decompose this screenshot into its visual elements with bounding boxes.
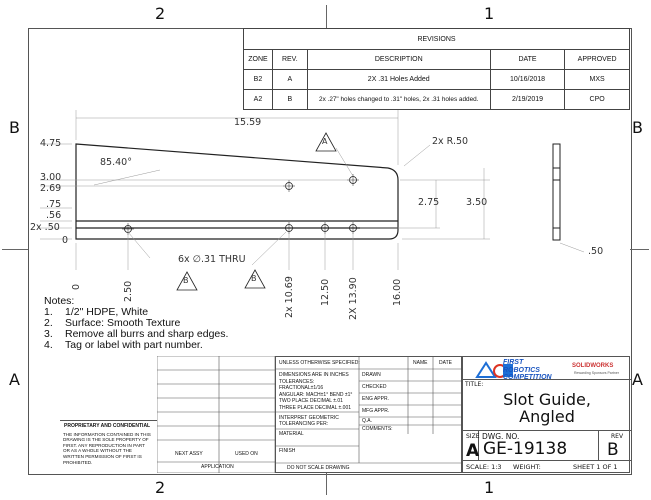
title-block: FIRST ROBOTICS COMPETITION SOLIDWORKS Re… xyxy=(462,356,631,473)
zone-tick xyxy=(630,249,649,250)
zone-tick xyxy=(2,249,28,250)
dim-y-269: 2.69 xyxy=(40,183,62,194)
proprietary-title: PROPRIETARY AND CONFIDENTIAL xyxy=(64,423,151,429)
size-value: A xyxy=(466,441,480,461)
notes-block: Notes: 1.1/2" HDPE, White 2.Surface: Smo… xyxy=(44,296,228,351)
divider xyxy=(463,460,631,461)
mfg-appr-label: MFG APPR. xyxy=(362,408,390,414)
finish-label: FINISH xyxy=(279,448,296,454)
dim-x-1600: 16.00 xyxy=(392,278,403,306)
dim-x-1069: 2x 10.69 xyxy=(284,276,295,318)
dim-y-75: .75 xyxy=(46,199,62,210)
comments-label: COMMENTS: xyxy=(362,426,393,432)
drawing-title: Slot Guide, Angled xyxy=(503,390,591,426)
divider xyxy=(598,430,599,460)
weight-label: WEIGHT: xyxy=(513,463,541,471)
sheet-label: SHEET 1 OF 1 xyxy=(573,463,618,471)
side-view xyxy=(552,143,561,241)
qa-label: Q.A. xyxy=(362,418,373,424)
list-item: 2.Surface: Smooth Texture xyxy=(44,317,181,329)
dim-y-56: .56 xyxy=(46,210,62,221)
dim-y-475: 4.75 xyxy=(40,138,62,149)
proprietary-text: THE INFORMATION CONTAINED IN THIS DRAWIN… xyxy=(63,431,151,465)
zone-left-a: A xyxy=(9,370,20,389)
dim-overall-width: 15.59 xyxy=(234,117,262,128)
assy-grid: NEXT ASSY USED ON APPLICATION xyxy=(157,356,275,473)
rev-cell: CPO xyxy=(564,89,630,110)
dim-y-300: 3.00 xyxy=(40,172,62,183)
rev-a-label: A xyxy=(322,137,328,146)
zone-top-1: 1 xyxy=(484,4,495,23)
list-item: 4.Tag or label with part number. xyxy=(44,339,203,351)
interpret-text: INTERPRET GEOMETRIC TOLERANCING PER: xyxy=(279,415,339,427)
dim-y-0: 0 xyxy=(62,235,69,246)
zone-top-2: 2 xyxy=(155,4,166,23)
zone-right-a: A xyxy=(632,370,643,389)
revisions-table: REVISIONS ZONE REV. DESCRIPTION DATE APP… xyxy=(243,28,630,110)
rev-cell: A2 xyxy=(243,89,273,110)
dim-angle: 85.40° xyxy=(100,157,132,168)
dim-h-350: 3.50 xyxy=(466,197,488,208)
date-header: DATE xyxy=(439,360,452,366)
rev-label: REV xyxy=(611,433,624,440)
drawn-label: DRAWN xyxy=(362,372,381,378)
divider xyxy=(463,379,631,380)
do-not-scale: DO NOT SCALE DRAWING xyxy=(287,465,350,471)
first-logo-icon xyxy=(475,361,513,378)
zone-left-b: B xyxy=(9,118,20,137)
list-item: 1.1/2" HDPE, White xyxy=(44,306,149,318)
tolerances-text: DIMENSIONS ARE IN INCHES TOLERANCES: FRA… xyxy=(279,372,353,411)
solidworks-logo: SOLIDWORKS xyxy=(572,363,614,369)
dim-y-50: 2x .50 xyxy=(30,222,60,233)
title-label: TITLE: xyxy=(465,381,484,388)
zone-tick xyxy=(326,5,327,28)
table-row: A2 B 2x .27" holes changed to .31" holes… xyxy=(243,89,630,110)
solidworks-sub: Rewarding Sponsors Partner xyxy=(574,371,619,375)
part-outline xyxy=(75,143,399,240)
dim-h-275: 2.75 xyxy=(418,197,440,208)
name-header: NAME xyxy=(413,360,428,366)
table-row: B2 A 2X .31 Holes Added 10/16/2018 MXS xyxy=(243,69,630,90)
dwg-no-value: GE-19138 xyxy=(483,439,568,459)
rev-b2-label: B xyxy=(251,274,257,283)
divider xyxy=(463,430,631,431)
rev-value: B xyxy=(607,440,619,460)
rev-cell: 2/19/2019 xyxy=(489,89,566,110)
dim-radius: 2x R.50 xyxy=(432,136,469,147)
dim-x-1250: 12.50 xyxy=(320,278,331,306)
divider xyxy=(478,430,479,460)
rev-triangle-a xyxy=(315,132,337,152)
proprietary-block: PROPRIETARY AND CONFIDENTIAL THE INFORMA… xyxy=(60,420,157,474)
dim-x-0: 0 xyxy=(71,283,82,290)
holes xyxy=(122,174,359,235)
zone-right-b: B xyxy=(632,118,643,137)
zone-tick xyxy=(326,473,327,495)
dim-x-1390: 2X 13.90 xyxy=(348,277,359,320)
application-label: APPLICATION xyxy=(201,464,234,470)
rev-triangle-b xyxy=(176,271,198,291)
eng-appr-label: ENG APPR. xyxy=(362,396,389,402)
dwg-no-label: DWG. NO. xyxy=(482,432,520,441)
first-logo-text: FIRST ROBOTICS COMPETITION xyxy=(503,359,552,381)
list-item: 3.Remove all burrs and sharp edges. xyxy=(44,328,229,340)
size-label: SIZE xyxy=(466,433,480,440)
checked-label: CHECKED xyxy=(362,384,387,390)
material-label: MATERIAL xyxy=(279,431,304,437)
tolerance-block: UNLESS OTHERWISE SPECIFIED: NAME DATE DI… xyxy=(275,356,463,473)
used-on-label: USED ON xyxy=(235,451,258,457)
unless-specified: UNLESS OTHERWISE SPECIFIED: xyxy=(279,360,360,366)
scale-label: SCALE: 1:3 xyxy=(466,463,502,471)
notes-title: Notes: xyxy=(44,295,75,307)
dim-side-50: .50 xyxy=(588,246,604,257)
rev-b-label: B xyxy=(183,276,189,285)
zone-bottom-2: 2 xyxy=(155,478,166,497)
next-assy-label: NEXT ASSY xyxy=(175,451,203,457)
dim-holes: 6x ∅.31 THRU xyxy=(178,254,246,265)
rev-triangle-b2 xyxy=(244,269,266,289)
zone-bottom-1: 1 xyxy=(484,478,495,497)
